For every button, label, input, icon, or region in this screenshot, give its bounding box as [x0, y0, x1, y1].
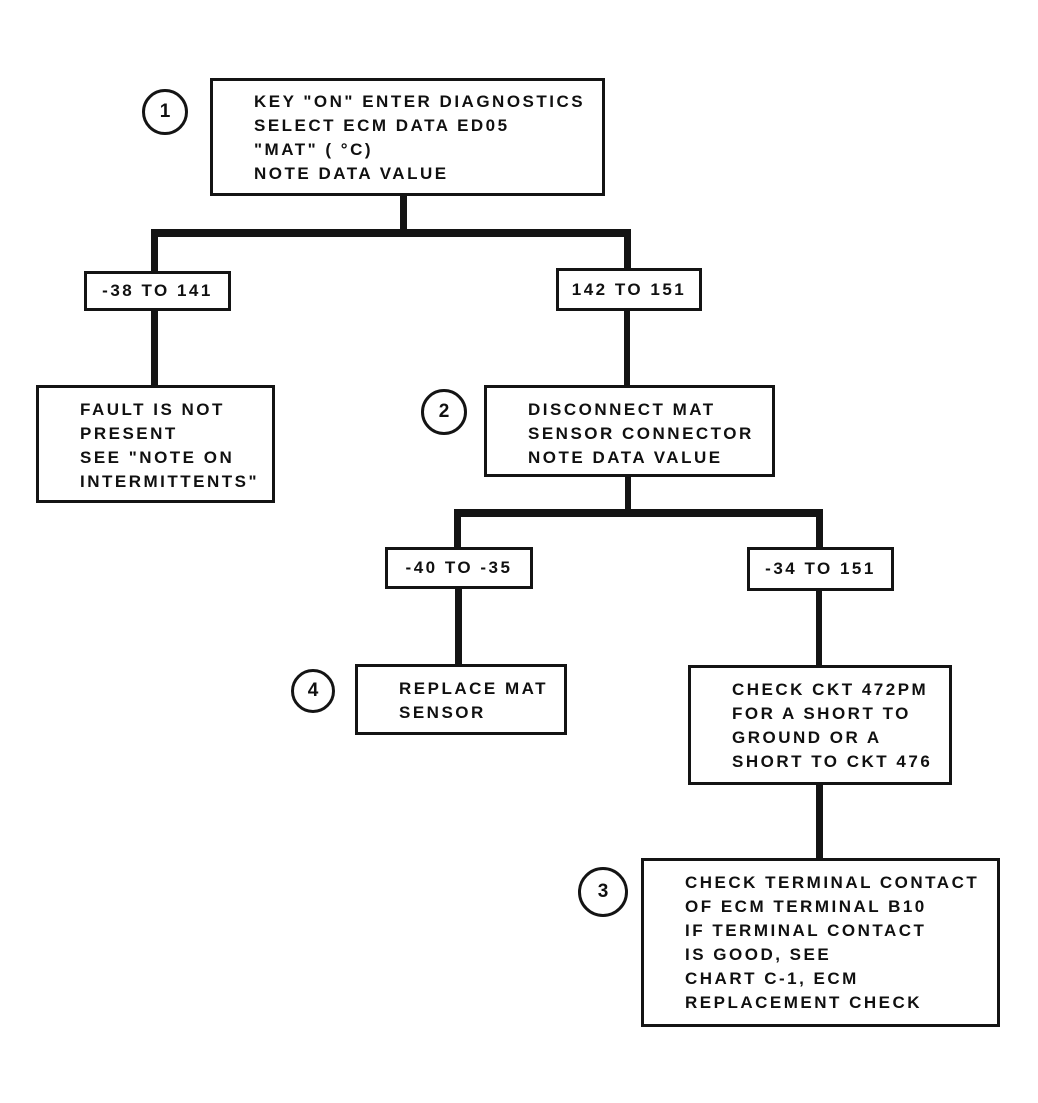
flow-line-text: SEE "NOTE ON	[80, 448, 235, 467]
flow-line: PRESENT	[54, 422, 266, 446]
flow-line-text: GROUND OR A	[732, 728, 882, 747]
flow-line-text: PRESENT	[80, 424, 178, 443]
flow-line-text: SENSOR CONNECTOR	[528, 424, 754, 443]
flow-node-step4: REPLACE MAT SENSOR	[355, 664, 567, 735]
flow-line-text: REPLACE MAT	[399, 679, 549, 698]
flow-node-range-left: -38 TO 141	[84, 271, 231, 311]
flow-line-text: SELECT ECM DATA ED05	[254, 116, 510, 135]
range-label: -38 TO 141	[102, 281, 213, 300]
connector-line	[151, 229, 631, 237]
step-1-circle: 1	[142, 89, 188, 135]
connector-line	[454, 509, 461, 551]
connector-line	[625, 475, 631, 513]
flow-line-text: REPLACEMENT CHECK	[685, 993, 923, 1012]
flow-node-range-low: -40 TO -35	[385, 547, 533, 589]
flow-line: OF ECM TERMINAL B10	[659, 895, 991, 919]
flow-line-text: FAULT IS NOT	[80, 400, 225, 419]
connector-line	[624, 311, 630, 388]
step-4-number: 4	[307, 680, 319, 701]
connector-line	[455, 589, 462, 668]
range-label: -40 TO -35	[405, 558, 513, 577]
step-2-circle: 2	[421, 389, 467, 435]
flow-node-range-right: 142 TO 151	[556, 268, 702, 311]
flow-line: NOTE DATA VALUE	[228, 162, 596, 186]
flow-line-text: DISCONNECT MAT	[528, 400, 716, 419]
flow-line: SENSOR CONNECTOR	[502, 422, 766, 446]
step-3-circle: 3	[578, 867, 628, 917]
flow-node-fault-not-present: FAULT IS NOT PRESENT SEE "NOTE ON INTERM…	[36, 385, 275, 503]
flow-line: SENSOR	[373, 701, 558, 725]
connector-line	[151, 311, 158, 388]
flow-node-step1: KEY "ON" ENTER DIAGNOSTICS SELECT ECM DA…	[210, 78, 605, 196]
flow-line-text: IS GOOD, SEE	[685, 945, 832, 964]
flow-line-text: NOTE DATA VALUE	[254, 164, 449, 183]
range-label: 142 TO 151	[571, 279, 687, 299]
connector-line	[151, 229, 158, 275]
range-label: -34 TO 151	[765, 559, 876, 578]
flow-line: REPLACE MAT	[373, 677, 558, 701]
flow-node-range-high: -34 TO 151	[747, 547, 894, 591]
flow-line: CHECK TERMINAL CONTACT	[659, 871, 991, 895]
flow-line-text: "MAT" ( °C)	[254, 140, 374, 159]
step-3-number: 3	[597, 881, 609, 902]
flow-line-text: KEY "ON" ENTER DIAGNOSTICS	[254, 92, 586, 111]
flow-line: "MAT" ( °C)	[228, 138, 596, 162]
step-2-number: 2	[438, 401, 450, 422]
flow-line-text: INTERMITTENTS"	[80, 472, 260, 491]
flow-line: FOR A SHORT TO	[706, 702, 943, 726]
flow-line: REPLACEMENT CHECK	[659, 991, 991, 1015]
flow-line: FAULT IS NOT	[54, 398, 266, 422]
flow-line: CHART C-1, ECM	[659, 967, 991, 991]
connector-line	[816, 785, 823, 861]
step-1-number: 1	[159, 101, 171, 122]
flow-line: CHECK CKT 472PM	[706, 678, 943, 702]
flow-node-check-ckt: CHECK CKT 472PM FOR A SHORT TO GROUND OR…	[688, 665, 952, 785]
flow-line: SHORT TO CKT 476	[706, 750, 943, 774]
flow-line: NOTE DATA VALUE	[502, 446, 766, 470]
flow-node-step3: CHECK TERMINAL CONTACT OF ECM TERMINAL B…	[641, 858, 1000, 1027]
step-4-circle: 4	[291, 669, 335, 713]
connector-line	[816, 591, 822, 668]
flow-line: DISCONNECT MAT	[502, 398, 766, 422]
flow-line-text: SENSOR	[399, 703, 486, 722]
flow-line: KEY "ON" ENTER DIAGNOSTICS	[228, 90, 596, 114]
flow-line: IF TERMINAL CONTACT	[659, 919, 991, 943]
flow-line: INTERMITTENTS"	[54, 470, 266, 494]
flow-line: SELECT ECM DATA ED05	[228, 114, 596, 138]
flow-line: SEE "NOTE ON	[54, 446, 266, 470]
flow-line-text: OF ECM TERMINAL B10	[685, 897, 927, 916]
flow-node-step2: DISCONNECT MAT SENSOR CONNECTOR NOTE DAT…	[484, 385, 775, 477]
flow-line-text: CHART C-1, ECM	[685, 969, 859, 988]
flow-line-text: NOTE DATA VALUE	[528, 448, 723, 467]
flow-line: IS GOOD, SEE	[659, 943, 991, 967]
connector-line	[400, 196, 407, 237]
flow-line-text: CHECK TERMINAL CONTACT	[685, 873, 980, 892]
flow-line-text: FOR A SHORT TO	[732, 704, 911, 723]
connector-line	[454, 509, 823, 517]
flow-line-text: IF TERMINAL CONTACT	[685, 921, 927, 940]
connector-line	[624, 229, 631, 272]
flow-line-text: SHORT TO CKT 476	[732, 752, 933, 771]
connector-line	[816, 509, 823, 551]
flow-line-text: CHECK CKT 472PM	[732, 680, 929, 699]
flow-line: GROUND OR A	[706, 726, 943, 750]
